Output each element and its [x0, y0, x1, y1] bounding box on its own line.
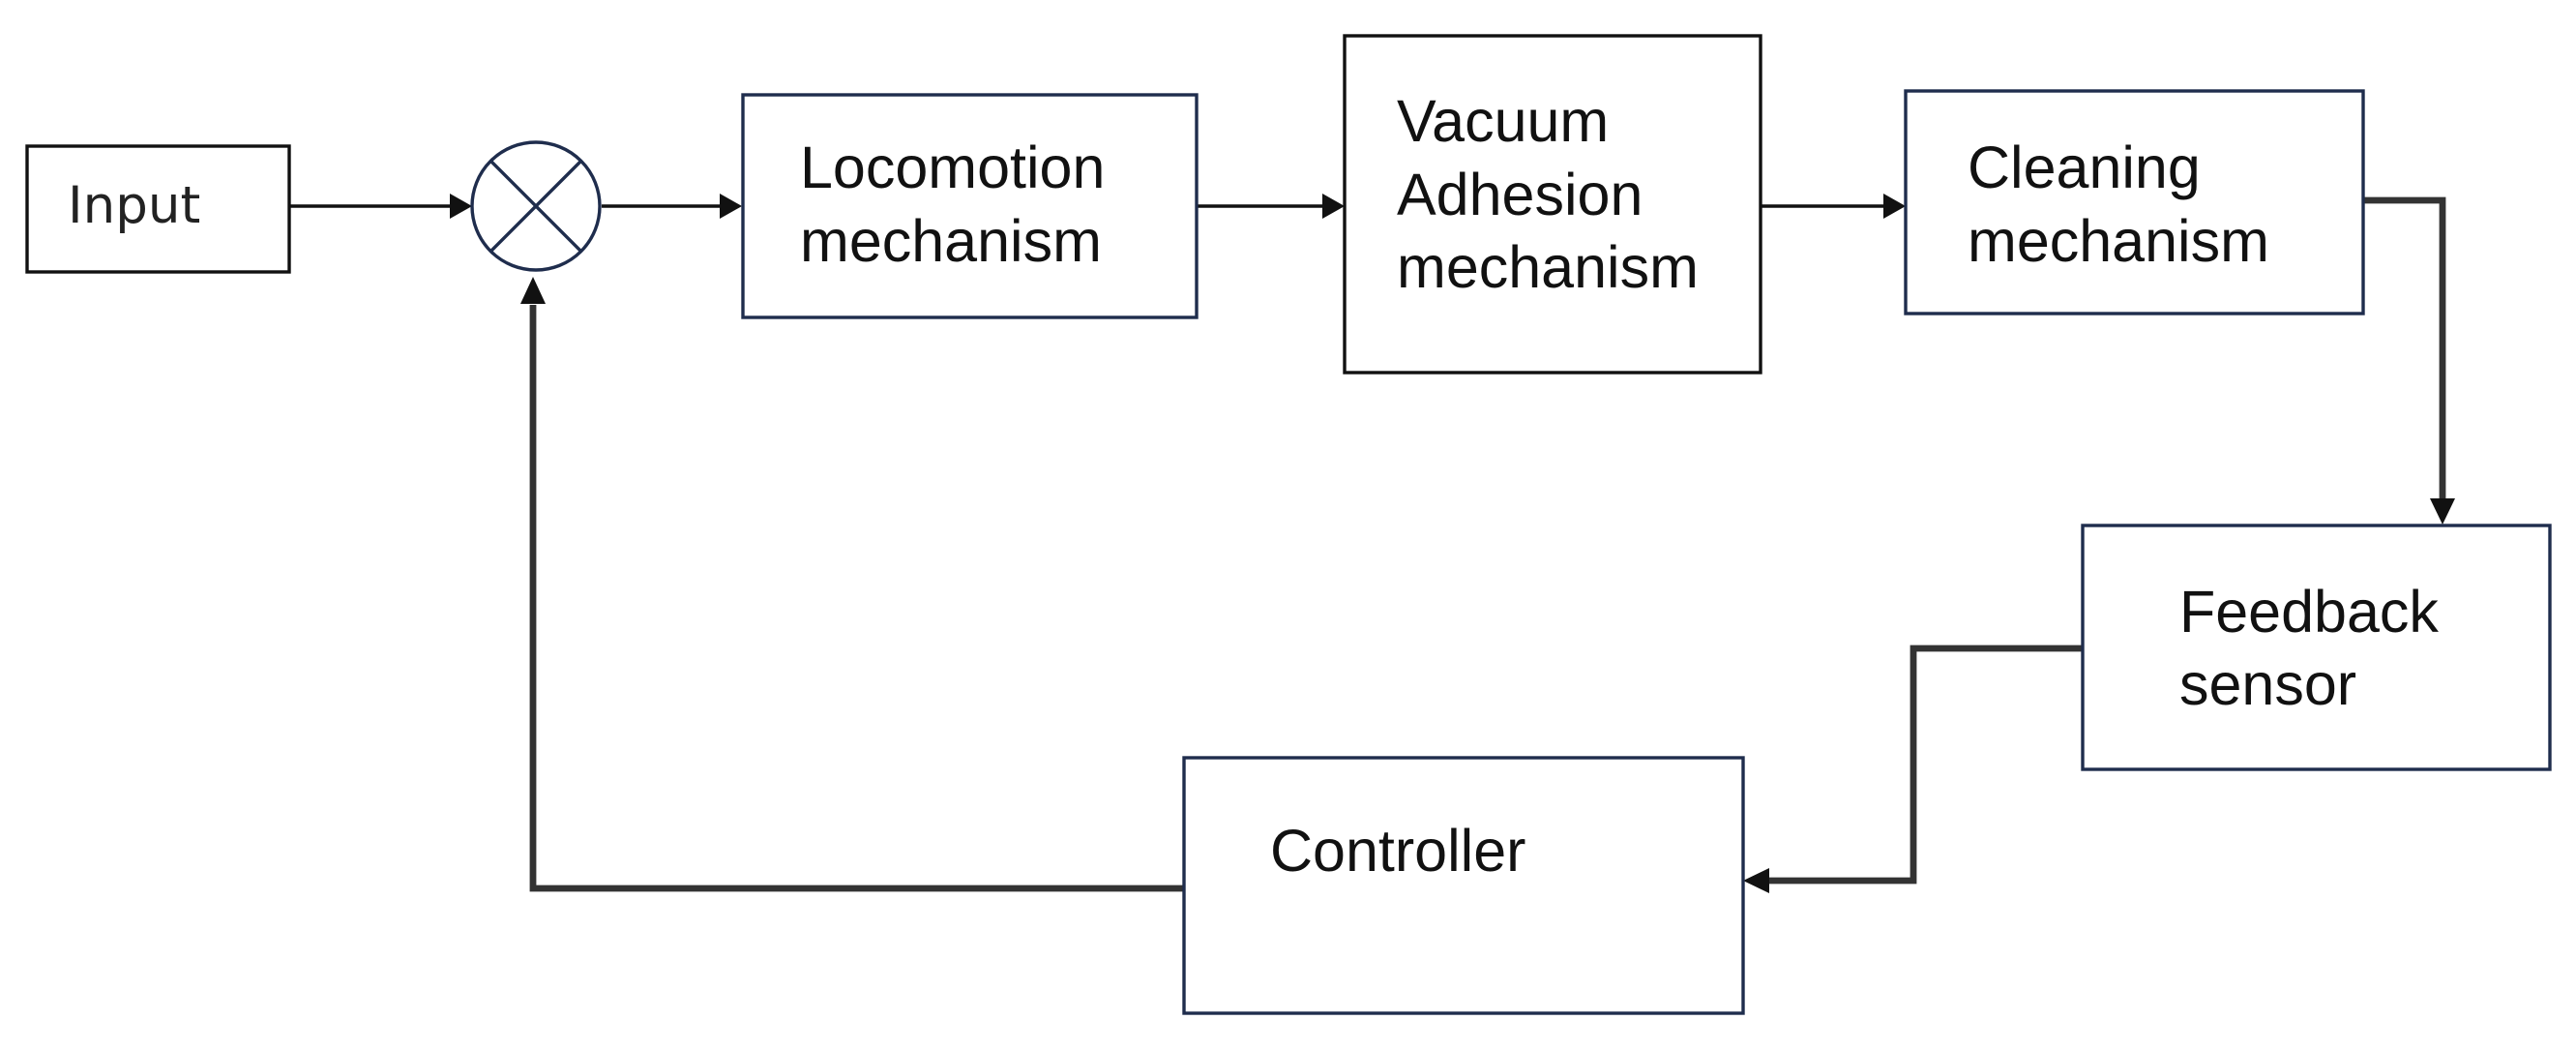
arrowhead-cleaning-to-feedback	[2430, 498, 2455, 525]
input-label: Input	[68, 176, 200, 235]
arrowhead-vacuum-to-cleaning	[1883, 194, 1906, 219]
feedback-label-line-1: Feedback	[2179, 579, 2439, 645]
arrowhead-sum-to-locomotion	[720, 194, 742, 219]
feedback-label-line-2: sensor	[2179, 651, 2356, 717]
summing-junction	[470, 140, 602, 272]
cleaning-mechanism-block: Cleaning mechanism	[1904, 89, 2365, 315]
edge-cleaning-to-feedback	[2363, 196, 2446, 498]
vacuum-label-line-1: Vacuum	[1397, 88, 1609, 154]
input-block: Input	[25, 144, 291, 274]
controller-block: Controller	[1182, 756, 1745, 1015]
locomotion-label-line-1: Locomotion	[800, 135, 1105, 200]
cleaning-label-line-1: Cleaning	[1968, 135, 2201, 200]
arrowhead-feedback-to-controller	[1743, 868, 1769, 893]
cleaning-label-line-2: mechanism	[1968, 208, 2269, 274]
vacuum-label-line-3: mechanism	[1397, 234, 1699, 300]
locomotion-label-line-2: mechanism	[800, 208, 1102, 274]
controller-label: Controller	[1270, 818, 1525, 884]
vacuum-adhesion-mechanism-block: Vacuum Adhesion mechanism	[1343, 34, 1762, 375]
locomotion-mechanism-block: Locomotion mechanism	[741, 93, 1199, 319]
edge-controller-to-sum	[529, 305, 1184, 892]
edge-feedback-to-controller	[1768, 645, 2083, 885]
vacuum-label-line-2: Adhesion	[1397, 162, 1643, 227]
connections	[289, 194, 2455, 893]
arrowhead-locomotion-to-vacuum	[1322, 194, 1345, 219]
arrowhead-controller-to-sum	[520, 277, 546, 304]
arrowhead-input-to-sum	[450, 194, 472, 219]
feedback-sensor-block: Feedback sensor	[2081, 524, 2552, 771]
